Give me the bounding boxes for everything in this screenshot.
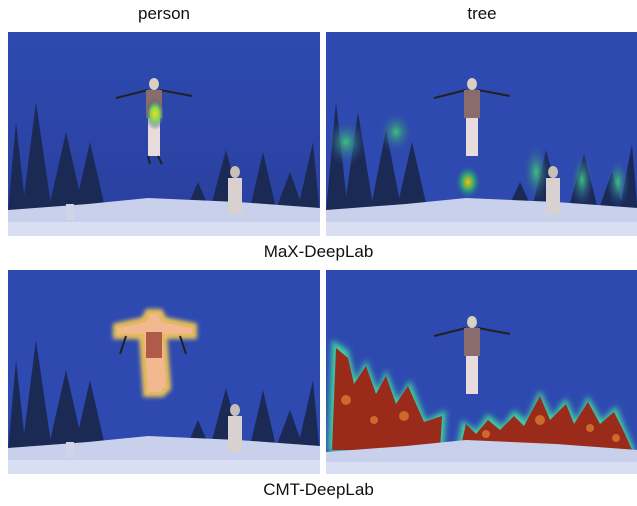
scene-image (326, 32, 637, 236)
cmtdeeplab-person-panel (8, 270, 320, 474)
maxdeeplab-tree-panel (326, 32, 637, 236)
scene-image (8, 270, 320, 474)
row-caption-maxdeeplab: MaX-DeepLab (263, 242, 374, 261)
scene-image (8, 32, 320, 236)
scene-image (326, 270, 637, 474)
column-title-person: person (138, 4, 190, 23)
cmtdeeplab-tree-panel (326, 270, 637, 474)
maxdeeplab-person-panel (8, 32, 320, 236)
row-caption-cmtdeeplab: CMT-DeepLab (263, 480, 374, 499)
column-title-tree: tree (467, 4, 497, 23)
